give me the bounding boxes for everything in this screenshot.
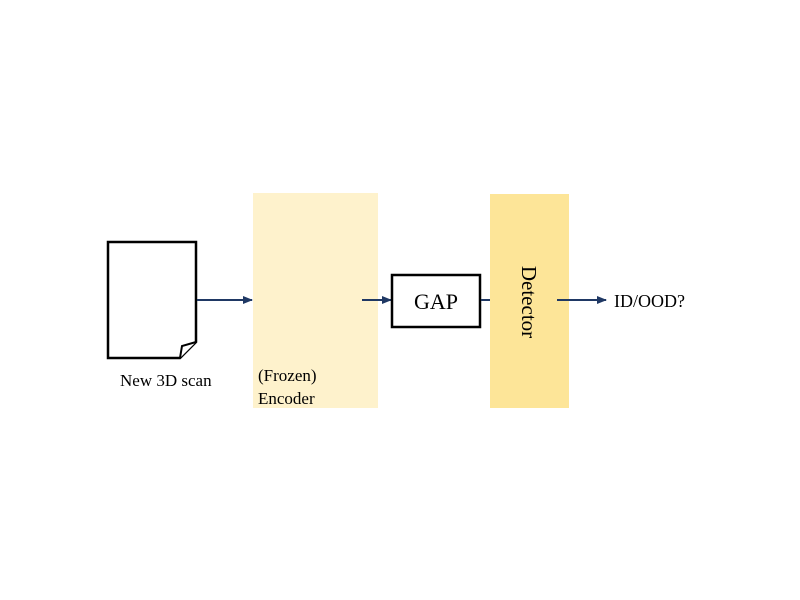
input-label: New 3D scan (120, 371, 212, 390)
detector-label: Detector (517, 266, 541, 338)
document-icon (106, 240, 198, 360)
gap-label: GAP (414, 289, 458, 314)
encoder-label-line1: (Frozen) (258, 366, 317, 385)
gap-box (390, 273, 482, 329)
encoder-label-line2: Encoder (258, 389, 315, 408)
encoder-block (253, 193, 378, 408)
detector-block (490, 194, 569, 408)
output-label: ID/OOD? (614, 291, 685, 311)
